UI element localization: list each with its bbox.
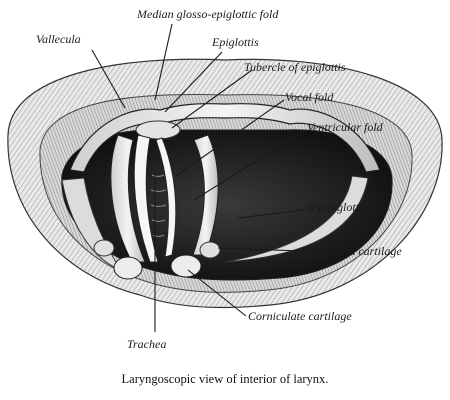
right-corniculate — [170, 254, 202, 278]
right-aryepiglottic-fold — [224, 175, 369, 263]
right-vocal-fold — [155, 137, 177, 258]
label-cuneiform-cartilage: Cuneiform cartilage — [304, 244, 402, 258]
tracheal-rings — [150, 174, 167, 237]
label-aryepiglottic-fold: Aryepiglottic fold — [304, 200, 390, 214]
label-trachea: Trachea — [127, 337, 166, 351]
label-vocal-fold: Vocal fold — [285, 90, 334, 104]
left-vocal-fold — [133, 134, 159, 263]
label-epiglottis: Epiglottis — [211, 35, 259, 49]
leader-lines — [91, 23, 307, 332]
label-ventricular-fold: Ventricular fold — [307, 120, 384, 134]
label-vallecula: Vallecula — [36, 32, 81, 46]
label-corniculate-cartilage: Corniculate cartilage — [248, 309, 352, 323]
right-ventricular-fold — [192, 134, 219, 256]
label-median-glosso-epiglottic-fold: Median glosso-epiglottic fold — [136, 7, 279, 21]
left-ventricular-fold — [110, 134, 146, 263]
figure-caption: Laryngoscopic view of interior of larynx… — [121, 372, 329, 386]
epiglottis-shape — [69, 103, 381, 173]
left-cuneiform — [93, 239, 115, 257]
right-cuneiform — [199, 241, 221, 259]
label-tubercle-of-epiglottis: Tubercle of epiglottis — [244, 60, 346, 74]
left-corniculate — [113, 256, 143, 280]
